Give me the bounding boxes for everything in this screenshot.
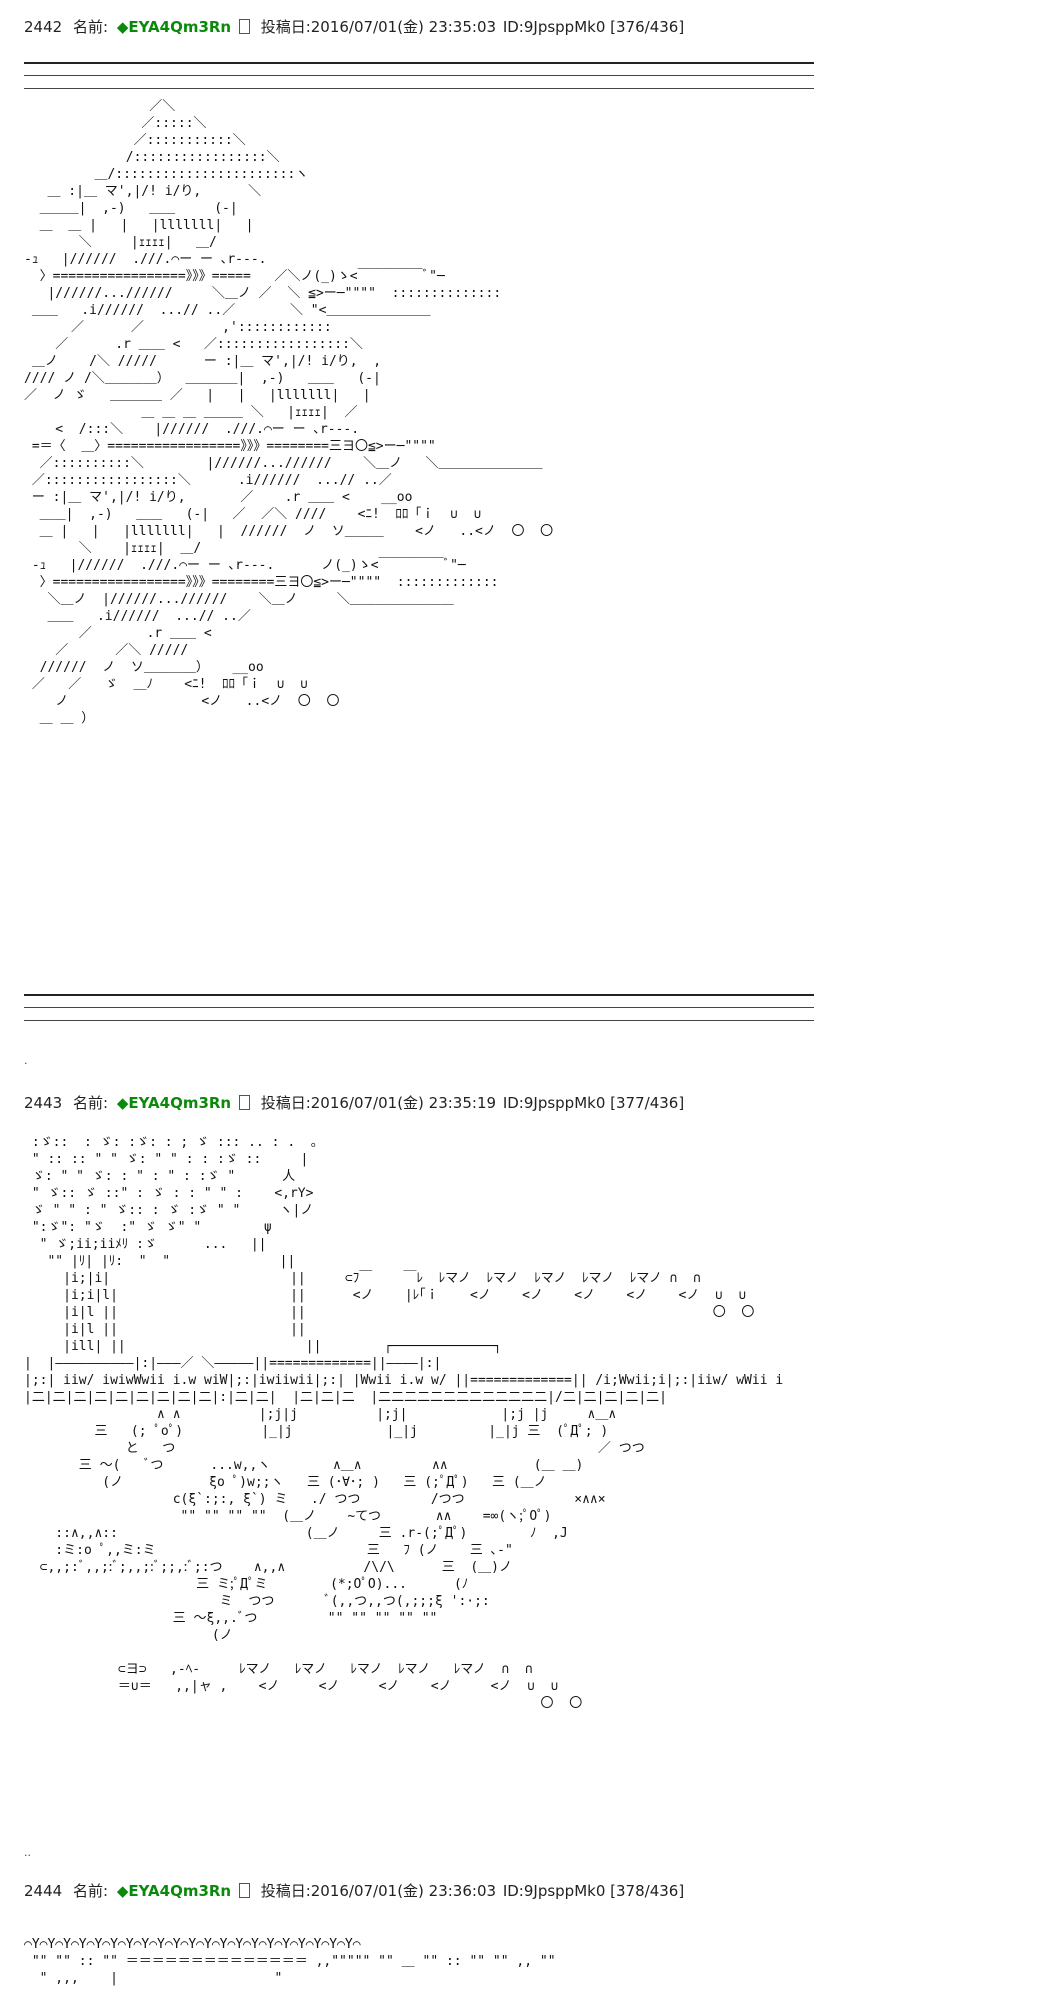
mail-icon [238,19,250,34]
post-id[interactable]: ID:9JpsppMk0 [502,18,606,36]
post-header: 2442 名前: ◆EYA4Qm3Rn 投稿日:2016/07/01(金) 23… [24,16,684,37]
divider-bottom-secondary [24,1007,814,1008]
name-label: 名前: [72,18,109,36]
post-count: [376/436] [610,18,685,36]
post-header: 2443 名前: ◆EYA4Qm3Rn 投稿日:2016/07/01(金) 23… [24,1092,684,1113]
name-label: 名前: [72,1094,109,1112]
divider-bottom-tertiary [24,1020,814,1021]
post-number: 2442 [24,18,63,36]
post-date: 投稿日:2016/07/01(金) 23:35:03 [260,18,497,36]
ascii-art: ／＼ ／:::::＼ ／:::::::::::＼ /::::::::::::::… [24,99,554,726]
post-number: 2443 [24,1094,63,1112]
trip-code[interactable]: ◆EYA4Qm3Rn [116,18,232,36]
divider-top-tertiary [24,88,814,89]
name-label: 名前: [72,1882,109,1900]
post-id[interactable]: ID:9JpsppMk0 [502,1882,606,1900]
trip-code[interactable]: ◆EYA4Qm3Rn [116,1094,232,1112]
ascii-art: :ゞ:: : ゞ: :ゞ: : ; ゞ ::: .. : . 。 " :: ::… [24,1135,784,1711]
trip-code[interactable]: ◆EYA4Qm3Rn [116,1882,232,1900]
ascii-art: ⌒Y⌒Y⌒Y⌒Y⌒Y⌒Y⌒Y⌒Y⌒Y⌒Y⌒Y⌒Y⌒Y⌒Y⌒Y⌒Y⌒Y⌒Y⌒Y⌒Y… [24,1937,556,1986]
post-date: 投稿日:2016/07/01(金) 23:36:03 [260,1882,497,1900]
separator-dot: .. [24,1846,31,1859]
post-date: 投稿日:2016/07/01(金) 23:35:19 [260,1094,497,1112]
post-number: 2444 [24,1882,63,1900]
mail-icon [238,1095,250,1110]
post-count: [378/436] [610,1882,685,1900]
post-header: 2444 名前: ◆EYA4Qm3Rn 投稿日:2016/07/01(金) 23… [24,1880,684,1901]
post-id[interactable]: ID:9JpsppMk0 [502,1094,606,1112]
divider-bottom [24,994,814,996]
mail-icon [238,1883,250,1898]
divider-top-secondary [24,75,814,76]
divider-top [24,62,814,64]
post-count: [377/436] [610,1094,685,1112]
separator-dot: . [24,1054,28,1067]
